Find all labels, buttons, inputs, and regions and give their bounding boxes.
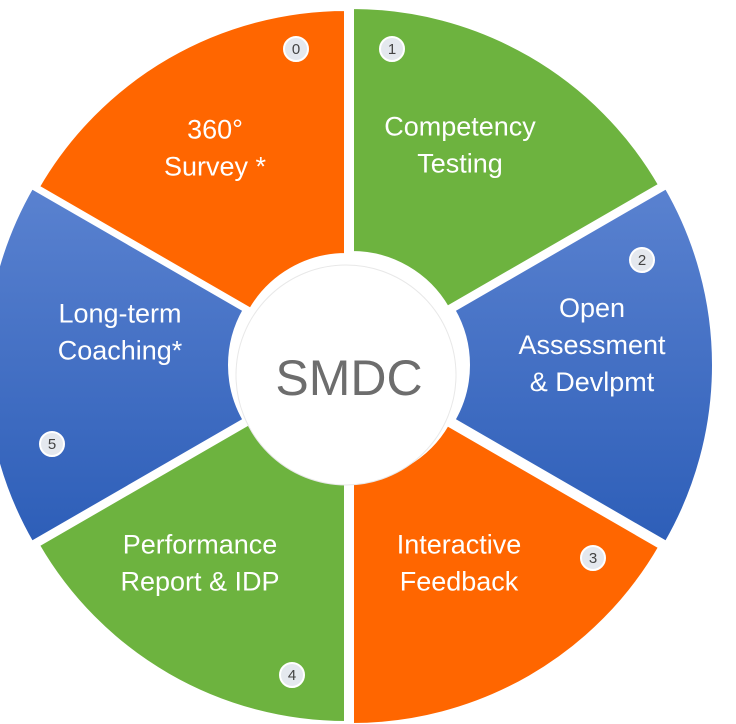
- step-badge-0: [283, 36, 309, 62]
- step-number-0: 0: [292, 41, 300, 58]
- step-badge-4: [279, 662, 305, 688]
- step-badge-1: [379, 36, 405, 62]
- wheel-segment-0: [34, 6, 348, 313]
- center-label: SMDC: [275, 350, 422, 406]
- center-circle: [235, 264, 457, 486]
- step-badge-5: [39, 431, 65, 457]
- step-badge-2: [629, 247, 655, 273]
- step-number-2: 2: [638, 252, 646, 269]
- step-number-1: 1: [388, 41, 396, 58]
- step-number-3: 3: [589, 550, 597, 567]
- segment-label-0: 360°Survey *: [164, 115, 267, 182]
- wheel-segment-5: [0, 184, 248, 546]
- step-number-5: 5: [48, 436, 56, 453]
- wheel-segment-2: [450, 184, 716, 546]
- step-badge-3: [580, 545, 606, 571]
- wheel-segment-1: [350, 4, 664, 311]
- step-number-4: 4: [288, 667, 296, 684]
